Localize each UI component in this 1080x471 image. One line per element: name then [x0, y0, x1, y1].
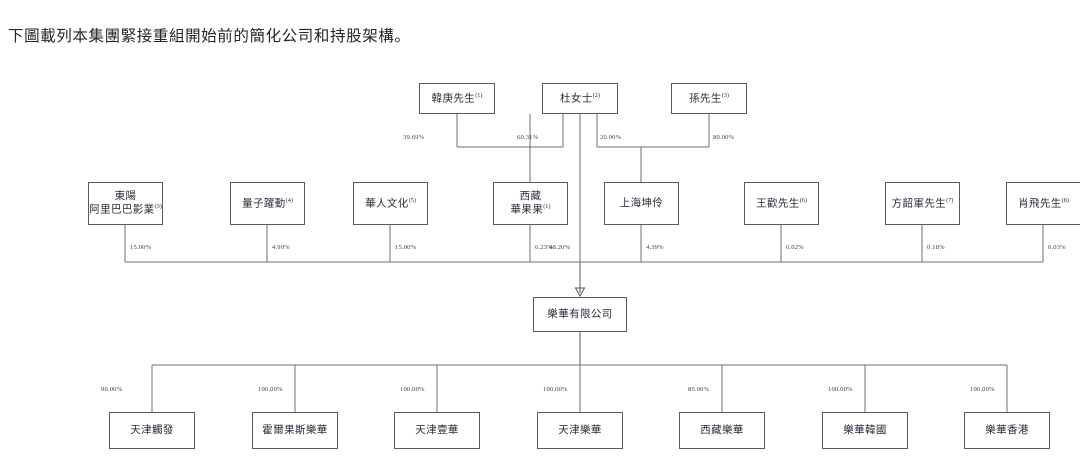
node-lehua-korea[interactable]: 樂華韓國: [822, 412, 908, 449]
node-shanghai-kunling[interactable]: 上海坤伶: [604, 182, 679, 225]
page-caption: 下圖載列本集團緊接重組開始前的簡化公司和持股架構。: [8, 28, 411, 45]
node-footnote: (1): [543, 203, 551, 211]
node-label: 樂華韓國: [843, 424, 887, 436]
node-label-line1: 東陽: [114, 190, 137, 202]
node-label: 樂華香港: [985, 424, 1029, 436]
node-footnote: (3): [721, 91, 729, 99]
node-label: 樂華有限公司: [547, 308, 613, 320]
edge-pct-huaren: 15.00%: [395, 244, 417, 251]
edge-pct-tianjin-lehua: 100.00%: [543, 386, 568, 393]
node-tianjin-yihua[interactable]: 天津壹華: [394, 412, 480, 449]
node-label: 西藏樂華: [700, 424, 744, 436]
edge-pct-tianjin-chufa: 90.00%: [101, 386, 123, 393]
node-footnote: (6): [799, 196, 807, 204]
node-footnote: (8): [1061, 196, 1069, 204]
node-ms-du[interactable]: 杜女士(2): [542, 83, 618, 114]
node-footnote: (2): [592, 91, 600, 99]
node-lehua-hongkong[interactable]: 樂華香港: [964, 412, 1050, 449]
node-lehua-limited[interactable]: 樂華有限公司: [533, 297, 627, 332]
edge-pct-dongyang: 15.00%: [130, 244, 152, 251]
node-label: 霍爾果斯樂華: [262, 424, 328, 436]
node-label: 杜女士: [560, 93, 593, 105]
edge-pct-fang: 0.18%: [927, 244, 945, 251]
node-label: 孫先生: [689, 93, 722, 105]
node-label-line1: 西藏: [519, 190, 542, 202]
edge-pct-huoerguosi-lehua: 100.00%: [258, 386, 283, 393]
node-label: 天津觸發: [130, 424, 174, 436]
edge-pct-liangzi: 4.99%: [272, 244, 290, 251]
edge-pct-du-to-huaguoguo: 60.31%: [517, 134, 539, 141]
edge-pct-tianjin-yihua: 100.00%: [400, 386, 425, 393]
node-label: 量子躍動: [242, 198, 286, 210]
node-label: 天津壹華: [415, 424, 459, 436]
edge-pct-du-direct: 48.20%: [549, 244, 571, 251]
node-label: 上海坤伶: [619, 197, 664, 209]
node-label: 韓庚先生: [431, 93, 476, 105]
node-dongyang-alibaba-pictures[interactable]: 東陽 阿里巴巴影業(3): [88, 182, 163, 225]
edge-pct-lehua-korea: 100.00%: [828, 386, 853, 393]
node-label: 王歡先生: [756, 198, 800, 210]
edge-pct-du-to-kunling: 20.00%: [600, 134, 622, 141]
edge-pct-wang: 6.02%: [786, 244, 804, 251]
edge-pct-sun-to-kunling: 80.00%: [713, 134, 735, 141]
node-footnote: (3): [154, 203, 162, 211]
node-mr-wang-huan[interactable]: 王歡先生(6): [744, 182, 819, 225]
edge-pct-xizang-lehua: 85.00%: [688, 386, 710, 393]
node-label-line2: 阿里巴巴影業: [89, 204, 155, 216]
node-han-geng[interactable]: 韓庚先生(1): [419, 83, 495, 114]
node-label: 華人文化: [365, 198, 409, 210]
edge-pct-xiao: 0.03%: [1048, 244, 1066, 251]
edge-pct-kunling: 4.39%: [646, 244, 664, 251]
node-label-line2: 華果果: [510, 204, 544, 216]
node-label: 天津樂華: [558, 424, 602, 436]
node-huaren-wenhua[interactable]: 華人文化(5): [353, 182, 428, 225]
node-label: 肖飛先生: [1018, 198, 1062, 210]
node-tianjin-lehua[interactable]: 天津樂華: [537, 412, 623, 449]
node-mr-fang-shaojun[interactable]: 方韶軍先生(7): [885, 182, 960, 225]
node-mr-sun[interactable]: 孫先生(3): [671, 83, 747, 114]
node-footnote: (1): [475, 91, 483, 99]
node-liangzi-yuedong[interactable]: 量子躍動(4): [230, 182, 305, 225]
node-footnote: (5): [408, 196, 416, 204]
node-xizang-huaguoguo[interactable]: 西藏 華果果(1): [493, 182, 568, 225]
node-huoerguosi-lehua[interactable]: 霍爾果斯樂華: [252, 412, 338, 449]
node-xizang-lehua[interactable]: 西藏樂華: [679, 412, 765, 449]
node-footnote: (4): [285, 196, 293, 204]
edge-pct-xizang-huaguoguo: 6.23%: [535, 244, 553, 251]
node-mr-xiao-fei[interactable]: 肖飛先生(8): [1006, 182, 1080, 225]
edge-pct-han-to-huaguoguo: 39.69%: [403, 134, 425, 141]
node-label: 方韶軍先生: [891, 198, 947, 210]
edge-pct-lehua-hongkong: 100.00%: [970, 386, 995, 393]
node-footnote: (7): [946, 196, 954, 204]
node-tianjin-chufa[interactable]: 天津觸發: [109, 412, 195, 449]
